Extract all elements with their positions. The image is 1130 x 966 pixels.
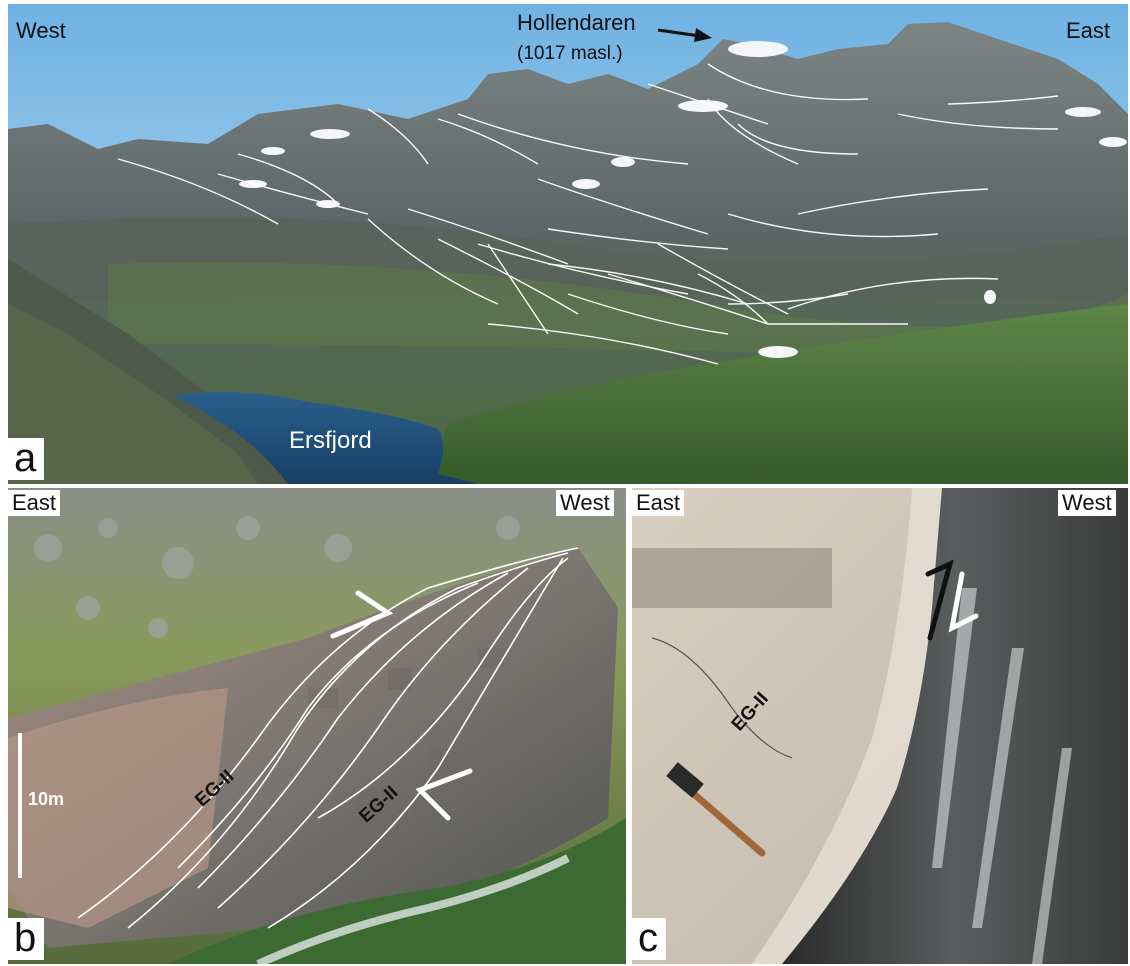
shear-sense-arrows (330, 590, 473, 821)
panel-c-letter: c (632, 918, 666, 960)
east-label: East (632, 490, 685, 516)
east-label: East (1066, 18, 1111, 43)
peak-name-label: Hollendaren (517, 10, 636, 35)
west-label: West (16, 18, 66, 43)
shear-arrow-down (948, 571, 979, 633)
peak-elevation-label: (1017 masl.) (517, 43, 623, 64)
west-label: West (1058, 490, 1116, 516)
panel-a-mountain-photo: West East Hollendaren (1017 masl.) Ersfj… (8, 4, 1128, 484)
fjord-label: Ersfjord (289, 427, 372, 454)
mountain-landscape-image (8, 4, 1128, 484)
east-label: East (8, 490, 61, 516)
shear-arrow-up (925, 559, 954, 641)
outcrop-image (8, 488, 626, 964)
arrow-right-icon (657, 28, 712, 42)
west-label: West (556, 490, 614, 516)
panel-b-outcrop-photo: East West EG-II EG-II 10m b (8, 488, 626, 964)
panel-a-letter: a (8, 438, 45, 480)
contact-closeup-image (632, 488, 1128, 964)
scale-label: 10m (28, 789, 65, 809)
foliation-trace-lines (117, 63, 1059, 365)
panel-b-letter: b (8, 918, 45, 960)
hammer-icon (666, 762, 766, 857)
panel-c-contact-photo: East West EG-II c (632, 488, 1128, 964)
shear-trace-lines (77, 547, 579, 929)
